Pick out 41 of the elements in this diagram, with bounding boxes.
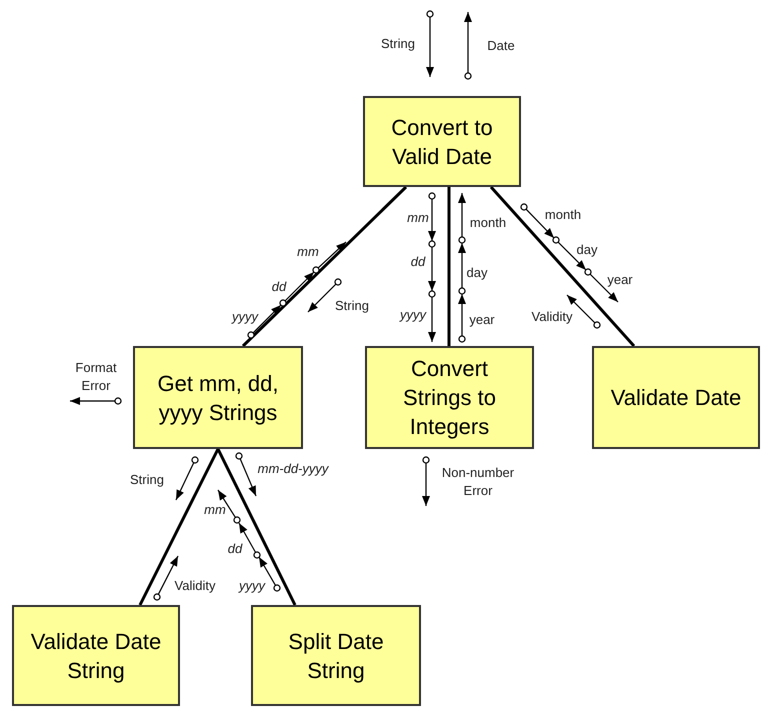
module-name: Convert to Valid Date bbox=[390, 114, 494, 170]
data-couple-label: mm bbox=[297, 243, 319, 261]
data-couple-label: Date bbox=[487, 37, 515, 55]
module-name: Validate Date String bbox=[30, 628, 162, 684]
module-box bbox=[365, 346, 534, 449]
data-couple-label: Validity bbox=[532, 308, 572, 326]
connector-line bbox=[242, 186, 408, 348]
data-couple-label: yyyy bbox=[232, 308, 258, 326]
data-couple-label: dd bbox=[410, 253, 426, 271]
data-couple-label: yyyy bbox=[400, 306, 426, 324]
data-couple-label: month bbox=[544, 206, 582, 224]
data-couple-label: dd bbox=[272, 278, 286, 296]
module-name: Get mm, dd, yyyy Strings bbox=[156, 370, 280, 426]
data-couple-label: Validity bbox=[174, 577, 216, 595]
data-couple-label: month bbox=[470, 214, 506, 232]
module-box bbox=[133, 346, 303, 449]
data-couple-label: mm bbox=[407, 209, 429, 227]
connector-line bbox=[216, 448, 296, 606]
data-couple-label: String bbox=[335, 297, 369, 315]
data-couple-label: String bbox=[381, 35, 415, 53]
connector-line bbox=[448, 187, 450, 346]
data-couple-label: Format Error bbox=[74, 359, 118, 395]
data-couple-label: year bbox=[607, 271, 633, 289]
connector-line bbox=[490, 186, 636, 347]
data-couple-label: day bbox=[576, 241, 598, 259]
data-couple-label: day bbox=[466, 264, 488, 282]
data-couple-label: mm bbox=[204, 501, 226, 519]
module-box bbox=[363, 96, 521, 187]
module-name: Convert Strings to Integers bbox=[402, 355, 497, 441]
data-couple-label: mm-dd-yyyy bbox=[258, 460, 328, 478]
data-couple-label: year bbox=[469, 311, 495, 329]
module-box bbox=[592, 346, 760, 449]
data-couple-label: Non-number Error bbox=[440, 464, 516, 500]
module-box bbox=[251, 605, 421, 706]
module-box bbox=[12, 605, 180, 706]
data-couple-label: String bbox=[130, 471, 164, 489]
module-name: Split Date String bbox=[287, 628, 385, 684]
connector-line bbox=[138, 448, 220, 606]
data-couple-label: yyyy bbox=[239, 577, 265, 595]
module-name: Validate Date bbox=[610, 384, 742, 412]
data-couple-label: dd bbox=[228, 540, 242, 558]
